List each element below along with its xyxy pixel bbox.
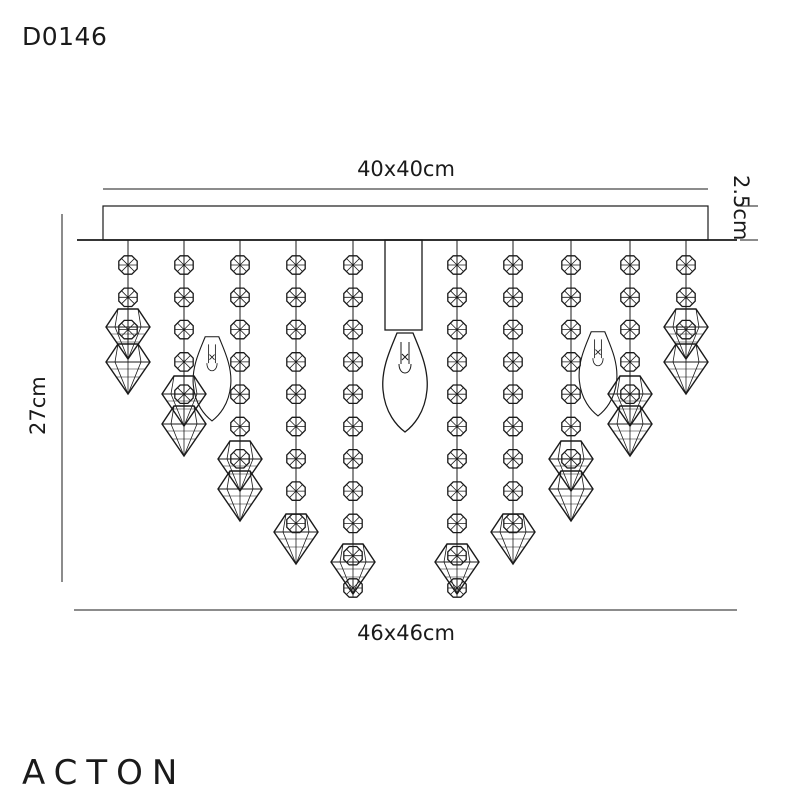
crystal-strand bbox=[105, 240, 151, 395]
canopy-thickness-label: 2.5cm bbox=[729, 175, 753, 241]
octagon-bead-icon bbox=[561, 352, 581, 372]
candle-bulb-icon bbox=[578, 331, 618, 417]
height-label: 27cm bbox=[26, 376, 50, 435]
octagon-bead-icon bbox=[620, 319, 640, 340]
octagon-bead-icon bbox=[286, 319, 306, 340]
octagon-bead-icon bbox=[561, 287, 581, 308]
octagon-bead-icon bbox=[447, 416, 467, 437]
crystal-strand bbox=[434, 240, 480, 598]
canopy-width-label: 40x40cm bbox=[357, 157, 455, 181]
octagon-bead-icon bbox=[174, 319, 194, 340]
candle-bulb-icon bbox=[192, 336, 232, 422]
octagon-bead-icon bbox=[286, 287, 306, 308]
octagon-bead-icon bbox=[230, 255, 250, 275]
octagon-bead-icon bbox=[561, 319, 581, 340]
crystal-strand bbox=[607, 240, 653, 457]
octagon-bead-icon bbox=[230, 416, 250, 437]
octagon-bead-icon bbox=[503, 287, 523, 308]
octagon-bead-icon bbox=[343, 352, 363, 372]
octagon-bead-icon bbox=[676, 255, 696, 275]
octagon-bead-icon bbox=[286, 416, 306, 437]
octagon-bead-icon bbox=[620, 287, 640, 308]
octagon-bead-icon bbox=[620, 352, 640, 372]
overall-width-label: 46x46cm bbox=[357, 621, 455, 645]
crystal-strand bbox=[330, 240, 376, 598]
octagon-bead-icon bbox=[561, 255, 581, 275]
octagon-bead-icon bbox=[118, 255, 138, 275]
octagon-bead-icon bbox=[343, 513, 363, 534]
crystal-strand bbox=[548, 240, 594, 522]
octagon-bead-icon bbox=[174, 352, 194, 372]
octagon-bead-icon bbox=[447, 319, 467, 340]
drop-crystal-icon bbox=[663, 343, 709, 395]
octagon-bead-icon bbox=[447, 481, 467, 501]
octagon-bead-icon bbox=[447, 287, 467, 308]
octagon-bead-icon bbox=[174, 287, 194, 308]
octagon-bead-icon bbox=[230, 287, 250, 308]
drop-crystal-icon bbox=[273, 513, 319, 565]
octagon-bead-icon bbox=[286, 448, 306, 469]
canopy bbox=[77, 205, 737, 241]
candle-bulb-icon bbox=[382, 332, 428, 433]
octagon-bead-icon bbox=[343, 287, 363, 308]
crystal-strands bbox=[105, 240, 709, 598]
octagon-bead-icon bbox=[503, 384, 523, 405]
octagon-bead-icon bbox=[230, 352, 250, 372]
canopy-thickness-dimension bbox=[740, 205, 758, 241]
octagon-bead-icon bbox=[561, 384, 581, 405]
octagon-bead-icon bbox=[503, 352, 523, 372]
octagon-bead-icon bbox=[503, 255, 523, 275]
octagon-bead-icon bbox=[447, 448, 467, 469]
bulb-group bbox=[192, 331, 618, 433]
octagon-bead-icon bbox=[118, 287, 138, 308]
drop-crystal-icon bbox=[105, 343, 151, 395]
octagon-bead-icon bbox=[676, 287, 696, 308]
octagon-bead-icon bbox=[447, 255, 467, 275]
product-code: D0146 bbox=[22, 22, 108, 51]
octagon-bead-icon bbox=[286, 255, 306, 275]
drop-crystal-icon bbox=[161, 405, 207, 457]
drop-crystal-icon bbox=[607, 405, 653, 457]
octagon-bead-icon bbox=[447, 384, 467, 405]
octagon-bead-icon bbox=[503, 481, 523, 501]
octagon-bead-icon bbox=[286, 352, 306, 372]
octagon-bead-icon bbox=[447, 513, 467, 534]
octagon-bead-icon bbox=[286, 481, 306, 501]
product-name: ACTON bbox=[22, 753, 187, 793]
crystal-strand bbox=[273, 240, 319, 565]
octagon-bead-icon bbox=[503, 448, 523, 469]
drop-crystal-icon bbox=[330, 543, 376, 595]
octagon-bead-icon bbox=[343, 481, 363, 501]
octagon-bead-icon bbox=[230, 319, 250, 340]
centre-lamp-holder bbox=[384, 239, 423, 331]
crystal-strand bbox=[663, 240, 709, 395]
octagon-bead-icon bbox=[561, 416, 581, 437]
octagon-bead-icon bbox=[343, 448, 363, 469]
octagon-bead-icon bbox=[343, 319, 363, 340]
octagon-bead-icon bbox=[343, 255, 363, 275]
octagon-bead-icon bbox=[343, 384, 363, 405]
drop-crystal-icon bbox=[490, 513, 536, 565]
octagon-bead-icon bbox=[286, 384, 306, 405]
octagon-bead-icon bbox=[503, 416, 523, 437]
octagon-bead-icon bbox=[343, 416, 363, 437]
octagon-bead-icon bbox=[503, 319, 523, 340]
crystal-strand bbox=[161, 240, 207, 457]
drop-crystal-icon bbox=[548, 470, 594, 522]
crystal-strand bbox=[490, 240, 536, 565]
crystal-strand bbox=[217, 240, 263, 522]
octagon-bead-icon bbox=[447, 352, 467, 372]
octagon-bead-icon bbox=[620, 255, 640, 275]
octagon-bead-icon bbox=[174, 255, 194, 275]
drop-crystal-icon bbox=[434, 543, 480, 595]
drop-crystal-icon bbox=[217, 470, 263, 522]
octagon-bead-icon bbox=[230, 384, 250, 405]
